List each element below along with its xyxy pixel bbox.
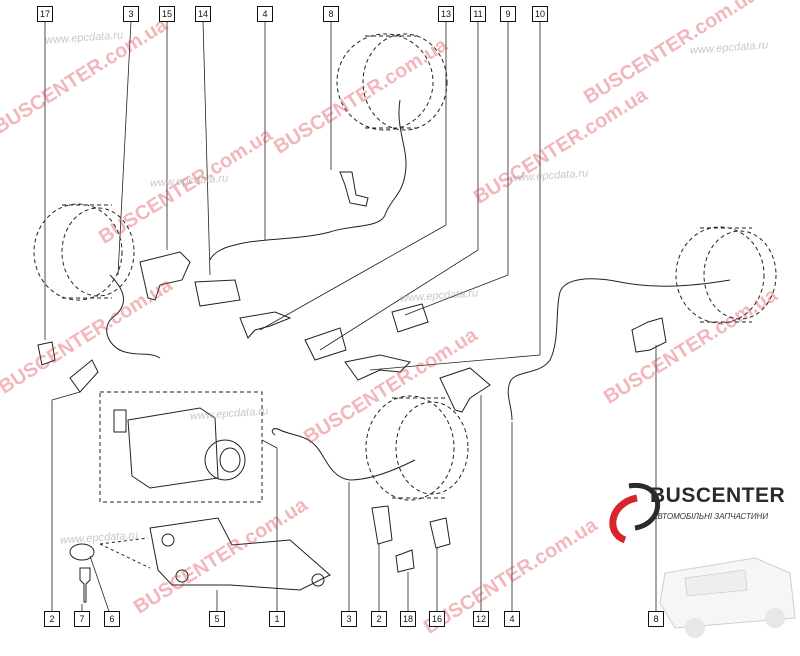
bracket-10 — [344, 354, 411, 381]
wheel-front-left — [33, 203, 135, 301]
abs-hydraulic-unit — [113, 407, 246, 489]
callout-4: 4 — [257, 6, 273, 22]
abs-unit-frame — [99, 391, 263, 503]
callout-5: 5 — [209, 611, 225, 627]
wheel-rear-right — [336, 33, 448, 131]
callout-6: 6 — [104, 611, 120, 627]
callout-18: 18 — [400, 611, 416, 627]
callout-9: 9 — [500, 6, 516, 22]
callout-13: 13 — [438, 6, 454, 22]
sensor-cable-rear-left — [507, 278, 731, 421]
clip-18 — [395, 549, 415, 573]
callout-1: 1 — [269, 611, 285, 627]
wheel-front-right — [365, 395, 469, 501]
logo-brand-name: BUSCENTER — [650, 484, 786, 507]
callout-10: 10 — [532, 6, 548, 22]
callout-15: 15 — [159, 6, 175, 22]
callout-2: 2 — [371, 611, 387, 627]
bracket-8-right — [631, 317, 667, 353]
callout-14: 14 — [195, 6, 211, 22]
callout-16: 16 — [429, 611, 445, 627]
clip-16 — [429, 517, 451, 549]
wheel-rear-left-right-side — [675, 226, 777, 324]
callout-8: 8 — [323, 6, 339, 22]
callout-3: 3 — [123, 6, 139, 22]
sensor-cable-rear-right — [209, 99, 407, 261]
sensor-cable-front-right — [271, 428, 416, 481]
bracket-15 — [139, 251, 191, 301]
bracket-2-bottom — [371, 505, 393, 545]
bolt-7 — [79, 567, 91, 603]
abs-sensor-module-9 — [391, 303, 429, 333]
bracket-2-left — [69, 359, 99, 393]
bracket-13 — [239, 311, 292, 339]
callout-3: 3 — [341, 611, 357, 627]
bracket-8-top — [339, 171, 369, 207]
rubber-mount-6 — [69, 543, 95, 561]
bracket-11 — [304, 327, 347, 361]
bracket-12 — [439, 367, 491, 413]
abs-mounting-bracket — [149, 517, 331, 591]
callout-17: 17 — [37, 6, 53, 22]
logo-subtitle: АВТОМОБІЛЬНІ ЗАПЧАСТИНИ — [652, 512, 769, 521]
minibus-picture — [659, 557, 796, 638]
buscenter-logo — [609, 483, 796, 638]
callout-12: 12 — [473, 611, 489, 627]
callout-11: 11 — [470, 6, 486, 22]
logo-swoosh-dark — [628, 483, 661, 531]
callout-8: 8 — [648, 611, 664, 627]
sensor-cable-front-left — [106, 274, 161, 359]
bracket-17 — [37, 341, 56, 366]
bracket-14 — [194, 279, 241, 307]
callout-7: 7 — [74, 611, 90, 627]
callout-4: 4 — [504, 611, 520, 627]
callout-2: 2 — [44, 611, 60, 627]
logo-swoosh-red — [609, 494, 638, 544]
